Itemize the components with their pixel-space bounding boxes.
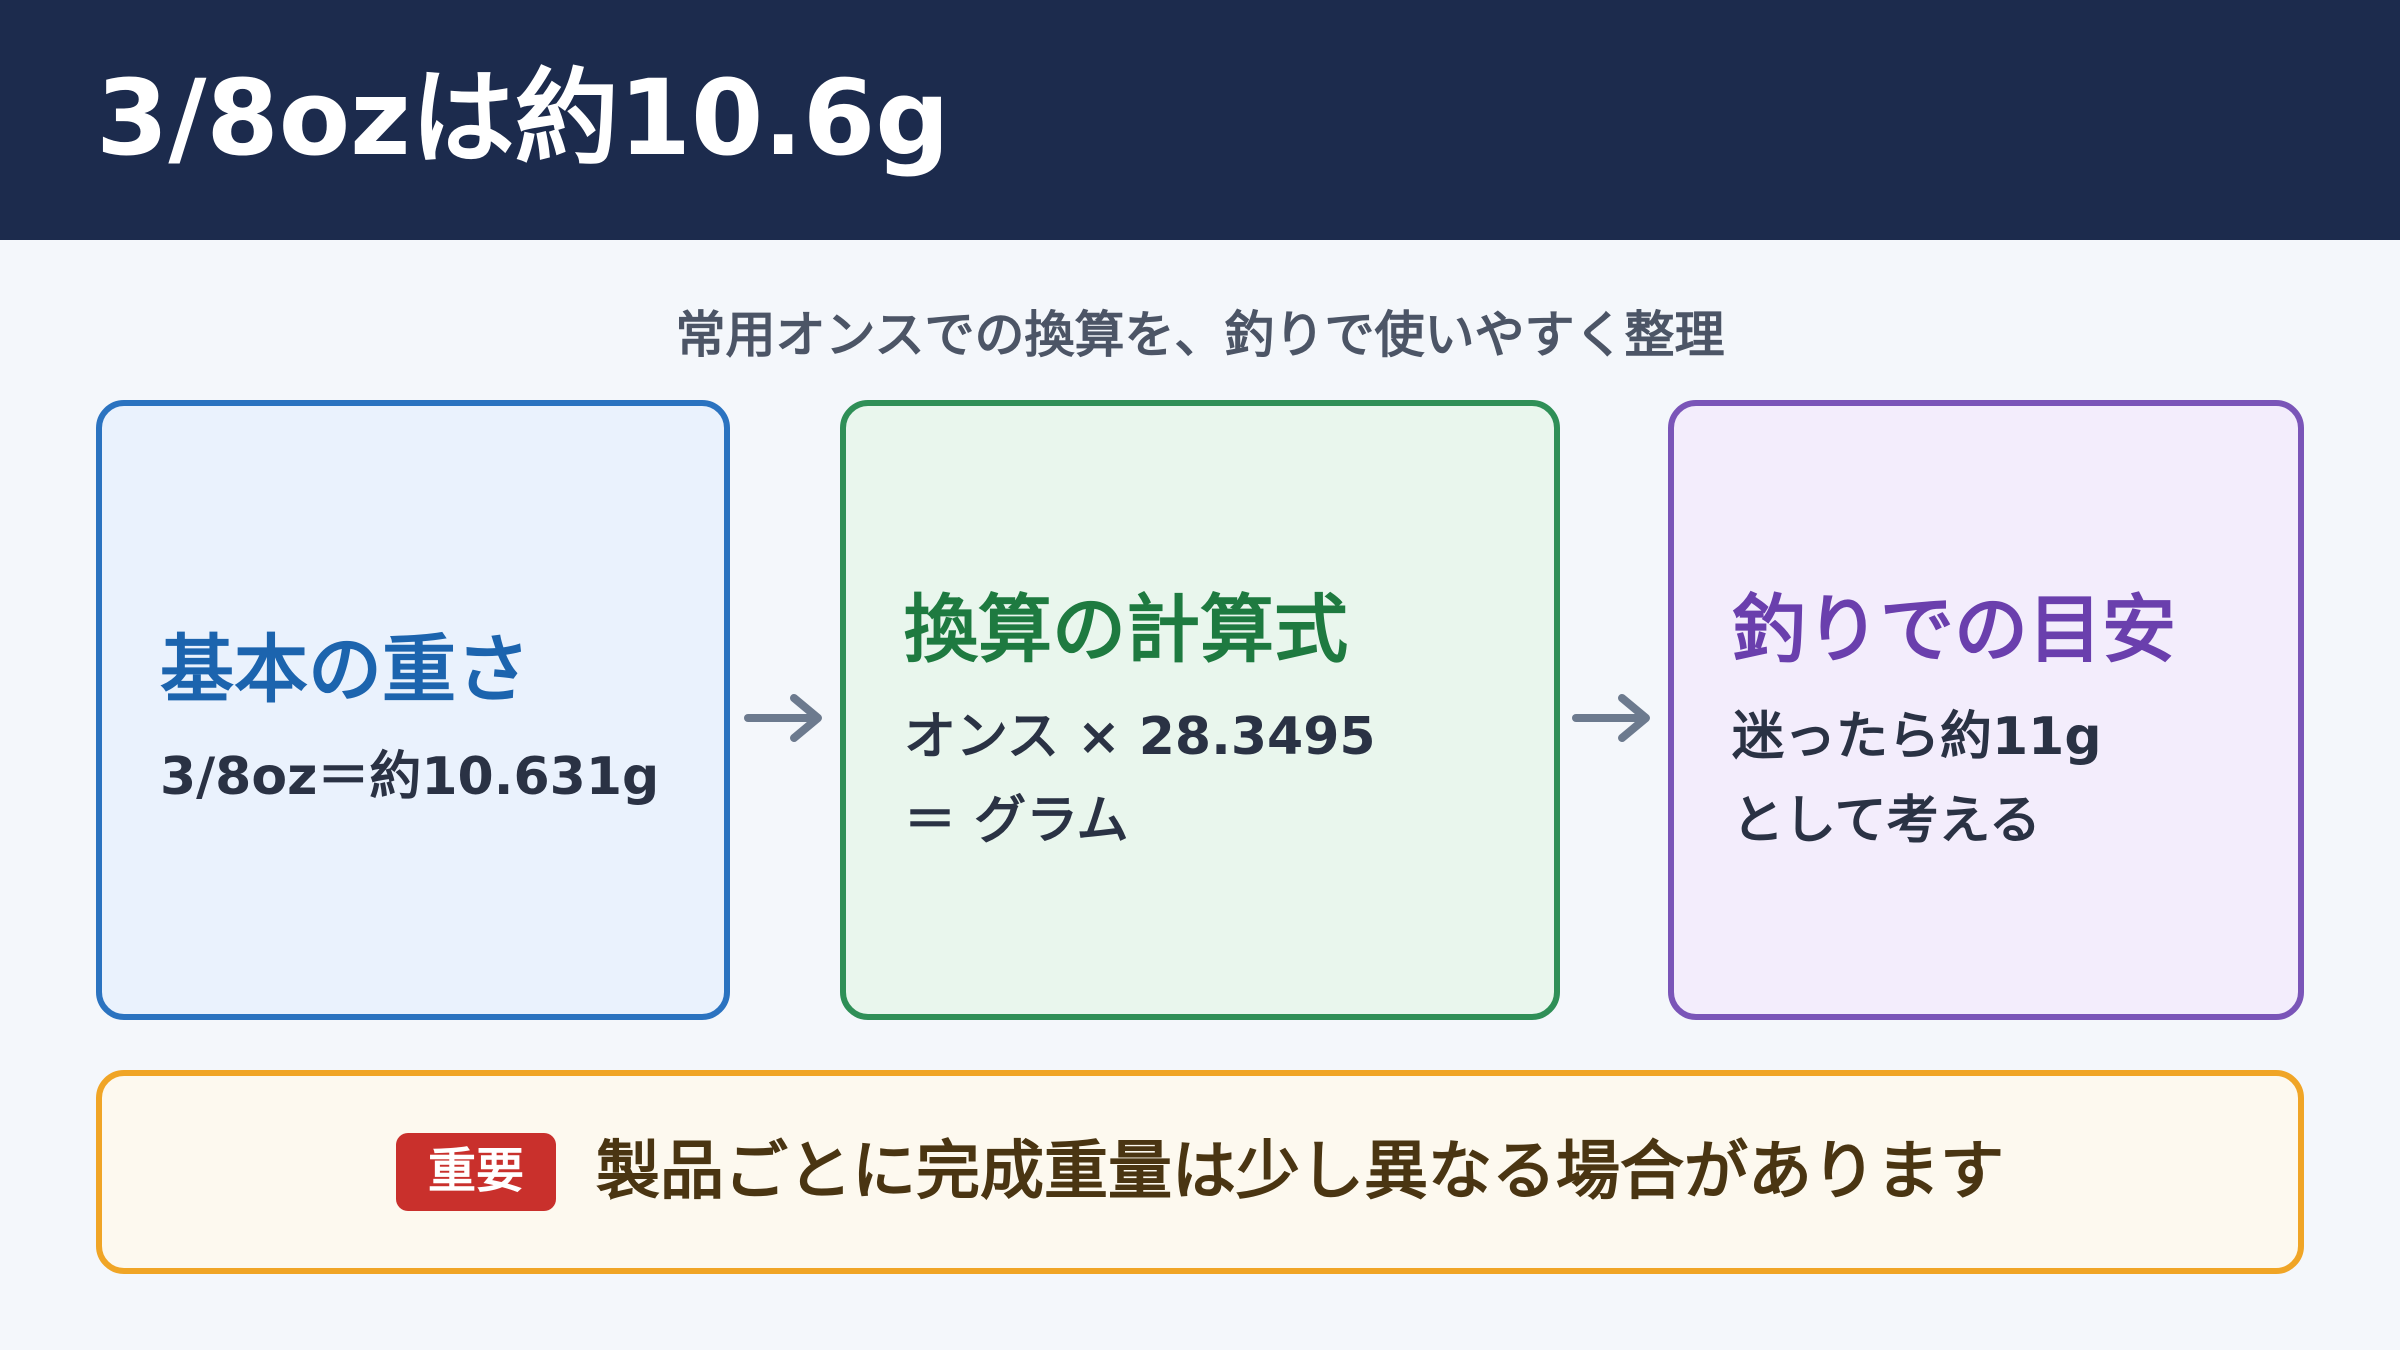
card-fishing-guide: 釣りでの目安 迷ったら約11g として考える bbox=[1668, 400, 2304, 1020]
card-heading: 釣りでの目安 bbox=[1732, 587, 2176, 673]
card-text-line: として考える bbox=[1732, 791, 2041, 851]
notice-text: 製品ごとに完成重量は少し異なる場合があります bbox=[596, 1134, 2004, 1209]
card-heading: 換算の計算式 bbox=[904, 587, 1348, 673]
card-text-line: オンス × 28.3495 bbox=[904, 707, 1376, 767]
important-badge: 重要 bbox=[395, 1133, 556, 1211]
card-heading: 基本の重さ bbox=[160, 627, 530, 713]
arrow-right-icon bbox=[1572, 694, 1650, 742]
card-text-line: ＝ グラム bbox=[904, 791, 1129, 851]
card-text-line: 3/8oz＝約10.631g bbox=[160, 747, 660, 807]
important-notice: 重要 製品ごとに完成重量は少し異なる場合があります bbox=[96, 1070, 2304, 1274]
card-formula: 換算の計算式 オンス × 28.3495 ＝ グラム bbox=[840, 400, 1560, 1020]
card-text-line: 迷ったら約11g bbox=[1732, 707, 2102, 767]
page-subtitle: 常用オンスでの換算を、釣りで使いやすく整理 bbox=[675, 306, 1725, 364]
page-title: 3/8ozは約10.6g bbox=[96, 57, 950, 179]
header-bar: 3/8ozは約10.6g bbox=[0, 0, 2400, 240]
card-basic-weight: 基本の重さ 3/8oz＝約10.631g bbox=[96, 400, 730, 1020]
arrow-right-icon bbox=[744, 694, 822, 742]
